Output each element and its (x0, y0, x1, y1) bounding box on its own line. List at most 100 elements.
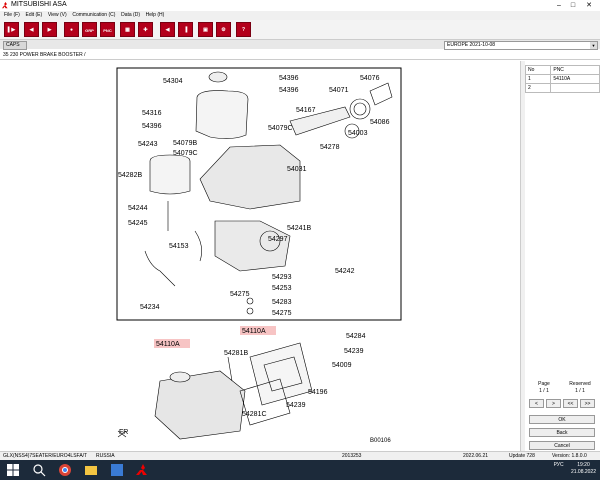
callout-54243[interactable]: 54243 (138, 141, 158, 148)
next-button[interactable]: > (546, 399, 561, 408)
app-icon[interactable] (110, 463, 124, 477)
status-version: Version: 1.8.0.0 (552, 453, 587, 459)
zoom-icon[interactable]: ✚ (138, 22, 153, 37)
diagram-scrollbar[interactable] (520, 61, 526, 451)
table-row[interactable]: 2 (524, 83, 600, 93)
cancel-button[interactable]: Cancel (529, 441, 595, 450)
callout-54110a-b[interactable]: 54110A (156, 341, 180, 348)
menu-view[interactable]: View (V) (47, 12, 67, 18)
callout-54278[interactable]: 54278 (320, 144, 340, 151)
prev-page-icon[interactable]: ◀ (160, 22, 175, 37)
callout-54283[interactable]: 54283 (272, 299, 292, 306)
menu-data[interactable]: Data (D) (121, 12, 140, 18)
callout-54031[interactable]: 54031 (287, 166, 307, 173)
input-language[interactable]: РУС (553, 462, 564, 468)
settings-icon[interactable]: ⚙ (216, 22, 231, 37)
close-button[interactable]: ✕ (582, 0, 596, 11)
callout-54234[interactable]: 54234 (140, 304, 160, 311)
chrome-icon[interactable] (58, 463, 72, 477)
row-pnc[interactable]: 54110A (550, 74, 600, 84)
callout-54079b[interactable]: 54079B (173, 140, 197, 147)
callout-54281c[interactable]: 54281C (242, 411, 267, 418)
callout-54253[interactable]: 54253 (272, 285, 292, 292)
menu-communication[interactable]: Communication (C) (72, 12, 116, 18)
callout-54297[interactable]: 54297 (268, 236, 288, 243)
minimize-button[interactable]: – (557, 2, 561, 9)
reserved-value: 1 / 1 (575, 388, 585, 394)
prev-button[interactable]: < (529, 399, 544, 408)
back-button[interactable]: Back (529, 428, 595, 437)
search-icon[interactable] (32, 463, 46, 477)
callout-54009[interactable]: 54009 (332, 362, 352, 369)
clock-date: 21.08.2022 (570, 469, 596, 475)
status-date: 2022.06.21 (463, 453, 489, 459)
first-button[interactable]: << (563, 399, 578, 408)
callout-54282b[interactable]: 54282B (118, 172, 142, 179)
help-icon[interactable]: ? (236, 22, 251, 37)
title-bar: MITSUBISHI ASA – □ ✕ (0, 0, 600, 11)
callout-54396-a[interactable]: 54396 (279, 75, 299, 82)
callout-54071[interactable]: 54071 (329, 87, 349, 94)
ok-button[interactable]: OK (529, 415, 595, 424)
grp-button[interactable]: GRP (82, 22, 97, 37)
callout-54316[interactable]: 54316 (142, 110, 162, 117)
callout-54293[interactable]: 54293 (272, 274, 292, 281)
parts-diagram: 54304 54396 54396 54076 54316 54396 5407… (116, 67, 402, 444)
callout-54167[interactable]: 54167 (296, 107, 316, 114)
menu-help[interactable]: Help (H) (145, 12, 165, 18)
callout-54110a-a[interactable]: 54110A (242, 328, 266, 335)
callout-54396-b[interactable]: 54396 (279, 87, 299, 94)
callout-54086[interactable]: 54086 (370, 119, 390, 126)
callout-54244[interactable]: 54244 (128, 205, 148, 212)
caps-bar: CAPS EUROPE 2021-10-08 ▼ (0, 40, 600, 50)
menu-edit[interactable]: Edit (E) (25, 12, 43, 18)
region-value: EUROPE 2021-10-08 (447, 42, 496, 48)
callout-54275-a[interactable]: 54275 (230, 291, 250, 298)
mitsubishi-taskbar-icon[interactable] (136, 463, 150, 477)
chevron-down-icon[interactable]: ▼ (590, 42, 597, 49)
parts-table: No PNC 1 54110A 2 (524, 65, 600, 93)
callout-54242[interactable]: 54242 (335, 268, 355, 275)
forward-icon[interactable]: ▶ (42, 22, 57, 37)
file-explorer-icon[interactable] (84, 463, 98, 477)
row-no[interactable]: 2 (524, 83, 552, 93)
page-label: Page (538, 381, 550, 387)
status-code: 2013253 (342, 453, 362, 459)
callout-54239-b[interactable]: 54239 (286, 402, 306, 409)
callout-54281b[interactable]: 54281B (224, 350, 248, 357)
grid-icon[interactable]: ▦ (120, 22, 135, 37)
row-pnc[interactable] (550, 83, 600, 93)
callout-54079c-a[interactable]: 54079C (268, 125, 293, 132)
exit-icon[interactable]: ▌▶ (4, 22, 19, 37)
pnc-button[interactable]: PNC (100, 22, 115, 37)
menu-file[interactable]: File (F) (4, 12, 20, 18)
menu-bar: File (F) Edit (E) View (V) Communication… (0, 11, 600, 20)
callout-54196[interactable]: 54196 (308, 389, 328, 396)
callout-54245[interactable]: 54245 (128, 220, 148, 227)
callout-54304[interactable]: 54304 (163, 78, 183, 85)
maximize-button[interactable]: □ (570, 2, 576, 9)
caps-tab[interactable]: CAPS (3, 41, 27, 50)
callout-54284[interactable]: 54284 (346, 333, 366, 340)
callout-54079c-b[interactable]: 54079C (173, 150, 198, 157)
diagram-area: 54304 54396 54396 54076 54316 54396 5407… (0, 61, 520, 451)
home-icon[interactable]: ● (64, 22, 79, 37)
callout-54076[interactable]: 54076 (360, 75, 380, 82)
callout-54241b[interactable]: 54241B (287, 225, 311, 232)
region-select[interactable]: EUROPE 2021-10-08 ▼ (444, 41, 598, 50)
windows-start-icon[interactable] (6, 463, 20, 477)
print-icon[interactable]: ▣ (198, 22, 213, 37)
back-icon[interactable]: ◀ (24, 22, 39, 37)
callout-54239-a[interactable]: 54239 (344, 348, 364, 355)
next-page-icon[interactable]: ▐ (178, 22, 193, 37)
table-row[interactable]: 1 54110A (524, 74, 600, 84)
callout-54003[interactable]: 54003 (348, 130, 368, 137)
clock-time: 19:20 (577, 462, 590, 468)
status-bar: GLX(NSS4)7SEATER/EURO4LSFA/T RUSSIA 2013… (0, 451, 600, 461)
status-update: Update 728 (509, 453, 535, 459)
callout-54396-c[interactable]: 54396 (142, 123, 162, 130)
callout-54275-b[interactable]: 54275 (272, 310, 292, 317)
callout-54153[interactable]: 54153 (169, 243, 189, 250)
last-button[interactable]: >> (580, 399, 595, 408)
row-no[interactable]: 1 (524, 74, 552, 84)
